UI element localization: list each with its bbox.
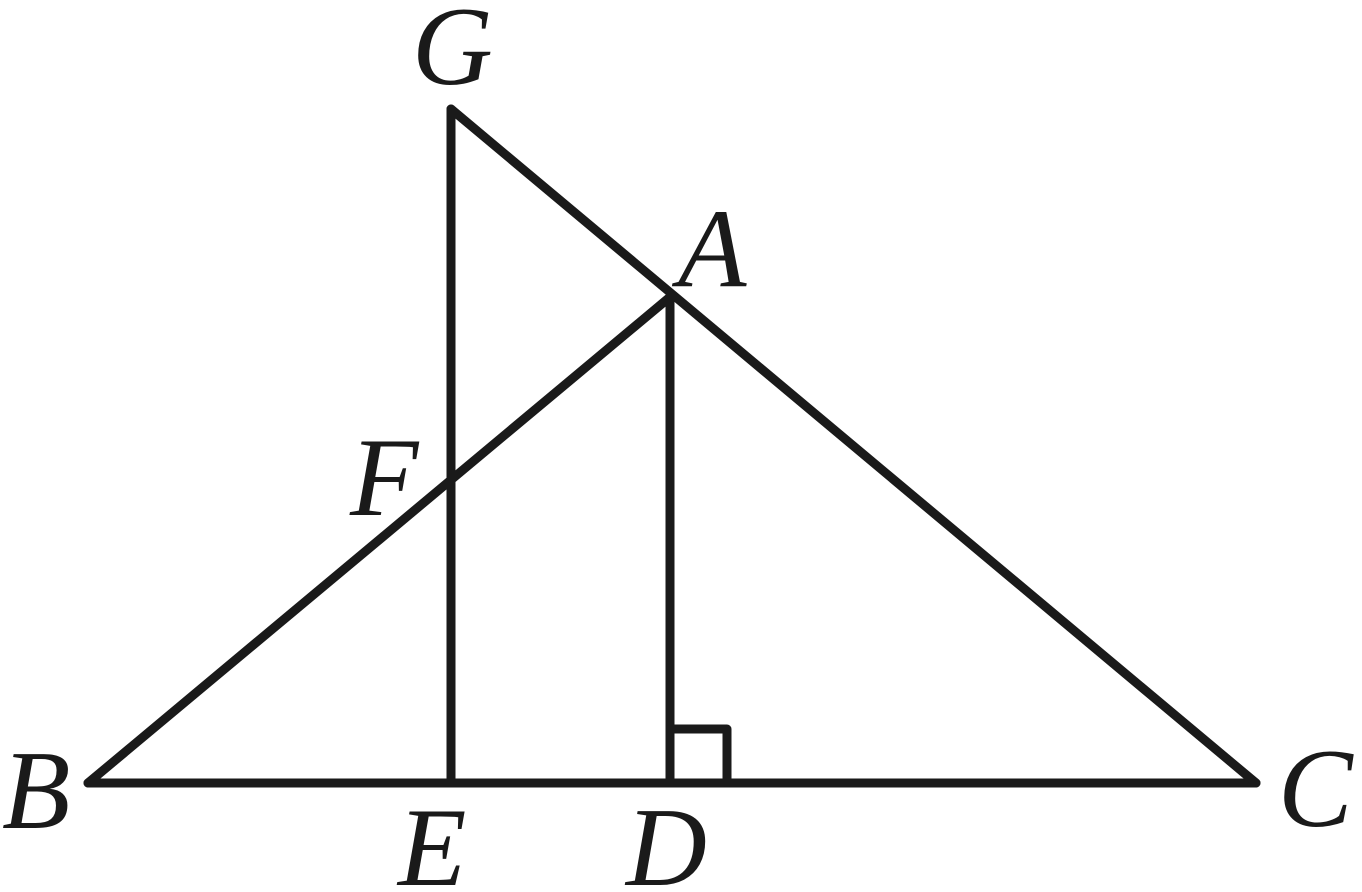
label-f: F — [349, 416, 420, 540]
label-c: C — [1278, 727, 1354, 851]
label-a: A — [671, 187, 747, 311]
segment-gc — [446, 104, 1261, 788]
label-d: D — [624, 786, 707, 892]
right-angle-marker-d — [665, 724, 732, 788]
label-g: G — [412, 0, 493, 109]
label-b: B — [2, 729, 70, 853]
segment-ba — [83, 292, 675, 788]
label-e: E — [396, 786, 466, 892]
